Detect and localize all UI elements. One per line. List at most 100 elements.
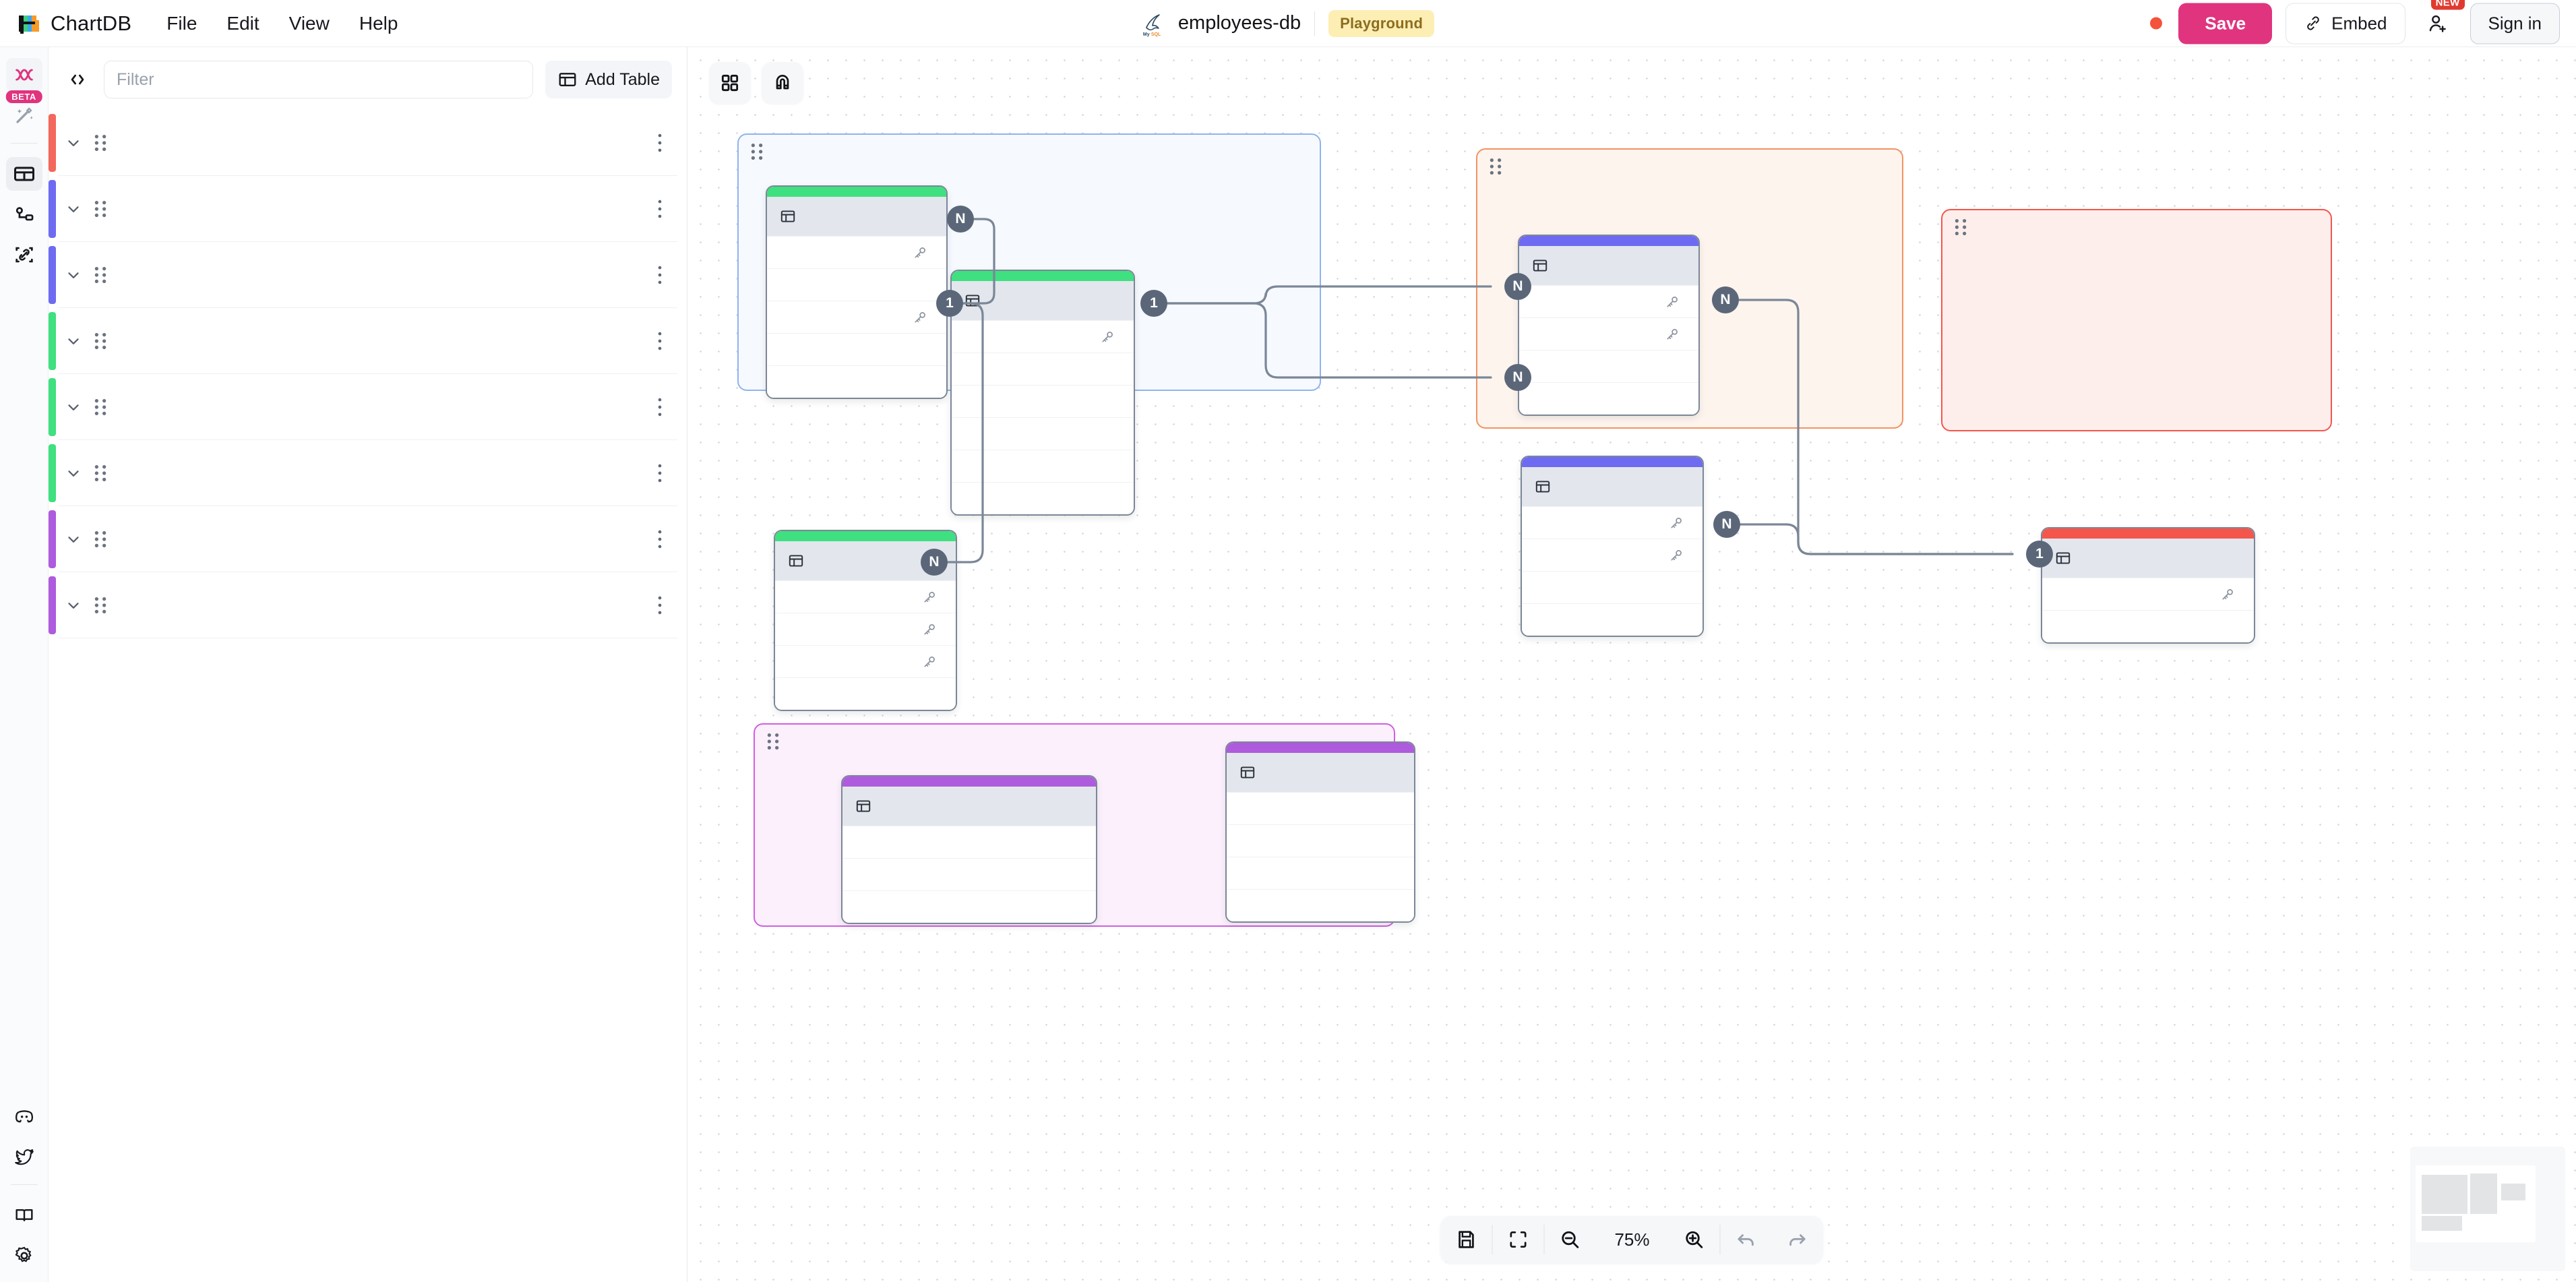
table-header[interactable]: [1522, 467, 1703, 506]
expand-toggle[interactable]: [58, 266, 89, 284]
table-header[interactable]: [2042, 539, 2254, 578]
table-field-row[interactable]: [1519, 317, 1698, 350]
snap-to-grid-button[interactable]: [762, 62, 803, 104]
expand-toggle[interactable]: [58, 134, 89, 152]
sidebar-table-row[interactable]: [49, 177, 677, 242]
menu-item-view[interactable]: View: [288, 12, 330, 34]
table-header[interactable]: [1519, 246, 1698, 285]
table-field-row[interactable]: [1519, 350, 1698, 382]
zoom-level-label[interactable]: 75%: [1614, 1229, 1650, 1250]
drag-handle[interactable]: [89, 133, 112, 153]
table-options-button[interactable]: [642, 331, 677, 351]
table-options-button[interactable]: [642, 199, 677, 219]
table-field-row[interactable]: [1519, 285, 1698, 317]
redo-button[interactable]: [1772, 1216, 1823, 1263]
diagram-area[interactable]: [1941, 209, 2332, 431]
table-field-row[interactable]: [1522, 539, 1703, 571]
expand-toggle[interactable]: [58, 464, 89, 482]
table-field-row[interactable]: [775, 677, 956, 710]
rail-item-twitter[interactable]: [6, 1140, 42, 1173]
drag-handle[interactable]: [89, 397, 112, 417]
table-field-row[interactable]: [775, 580, 956, 613]
diagram-table[interactable]: [766, 185, 948, 399]
table-field-row[interactable]: [952, 482, 1134, 514]
table-field-row[interactable]: [1227, 857, 1414, 889]
table-header[interactable]: [952, 281, 1134, 320]
sidebar-collapse-button[interactable]: [63, 65, 92, 94]
table-field-row[interactable]: [842, 858, 1096, 890]
table-field-row[interactable]: [952, 353, 1134, 385]
expand-toggle[interactable]: [58, 530, 89, 548]
table-options-button[interactable]: [642, 133, 677, 153]
drag-handle[interactable]: [89, 595, 112, 615]
rail-item-diagrams[interactable]: [5, 58, 42, 92]
table-field-row[interactable]: [1227, 889, 1414, 921]
table-field-row[interactable]: [842, 826, 1096, 858]
menu-item-edit[interactable]: Edit: [226, 12, 259, 34]
table-field-row[interactable]: [775, 645, 956, 677]
table-field-row[interactable]: [952, 320, 1134, 353]
zoom-in-button[interactable]: [1669, 1216, 1720, 1263]
add-user-button[interactable]: NEW: [2418, 0, 2465, 42]
table-field-row[interactable]: [1519, 382, 1698, 415]
table-field-row[interactable]: [767, 268, 946, 301]
add-table-button[interactable]: Add Table: [545, 61, 672, 98]
drag-handle[interactable]: [89, 265, 112, 285]
table-options-button[interactable]: [642, 463, 677, 483]
embed-button[interactable]: Embed: [2286, 3, 2405, 44]
diagram-table[interactable]: [1518, 235, 1700, 416]
table-field-row[interactable]: [1522, 506, 1703, 539]
diagram-table[interactable]: [1225, 741, 1415, 923]
sidebar-table-row[interactable]: [49, 375, 677, 440]
sign-in-button[interactable]: Sign in: [2470, 3, 2560, 44]
drag-handle[interactable]: [89, 331, 112, 351]
table-field-row[interactable]: [767, 365, 946, 398]
sidebar-table-row[interactable]: [49, 309, 677, 374]
sidebar-table-row[interactable]: [49, 243, 677, 308]
rail-item-settings[interactable]: [6, 1239, 42, 1273]
rail-item-discord[interactable]: [6, 1099, 42, 1133]
menu-item-file[interactable]: File: [166, 12, 197, 34]
diagram-table[interactable]: [2041, 527, 2255, 644]
table-field-row[interactable]: [2042, 610, 2254, 642]
save-diagram-button[interactable]: [1441, 1216, 1492, 1263]
table-field-row[interactable]: [2042, 578, 2254, 610]
rail-item-ai-assistant[interactable]: BETA: [5, 90, 42, 132]
table-options-button[interactable]: [642, 397, 677, 417]
drag-handle[interactable]: [89, 199, 112, 219]
diagram-table[interactable]: [774, 530, 957, 711]
table-field-row[interactable]: [775, 613, 956, 645]
table-field-row[interactable]: [767, 333, 946, 365]
table-header[interactable]: [1227, 753, 1414, 792]
drag-handle[interactable]: [89, 463, 112, 483]
rail-item-dependencies[interactable]: [6, 238, 42, 272]
table-field-row[interactable]: [1522, 571, 1703, 603]
fit-view-button[interactable]: [1493, 1216, 1544, 1263]
expand-toggle[interactable]: [58, 200, 89, 218]
rail-item-tables[interactable]: [5, 157, 42, 191]
rail-item-docs[interactable]: [6, 1198, 42, 1232]
table-header[interactable]: [767, 197, 946, 236]
table-field-row[interactable]: [952, 417, 1134, 450]
sidebar-table-row[interactable]: [49, 111, 677, 176]
grid-toggle-button[interactable]: [709, 62, 751, 104]
table-header[interactable]: [842, 787, 1096, 826]
sidebar-table-row[interactable]: [49, 507, 677, 572]
menu-item-help[interactable]: Help: [359, 12, 398, 34]
expand-toggle[interactable]: [58, 332, 89, 350]
table-field-row[interactable]: [1522, 603, 1703, 636]
save-button[interactable]: Save: [2178, 3, 2273, 44]
drag-handle[interactable]: [89, 529, 112, 549]
zoom-out-button[interactable]: [1545, 1216, 1596, 1263]
table-field-row[interactable]: [952, 450, 1134, 482]
filter-input[interactable]: [104, 61, 534, 98]
diagram-table[interactable]: [1521, 456, 1704, 637]
rail-item-relationships[interactable]: [6, 197, 42, 231]
diagram-table[interactable]: [950, 270, 1135, 516]
undo-button[interactable]: [1721, 1216, 1772, 1263]
table-field-row[interactable]: [767, 236, 946, 268]
table-field-row[interactable]: [1227, 792, 1414, 824]
minimap[interactable]: [2410, 1147, 2565, 1271]
table-field-row[interactable]: [767, 301, 946, 333]
